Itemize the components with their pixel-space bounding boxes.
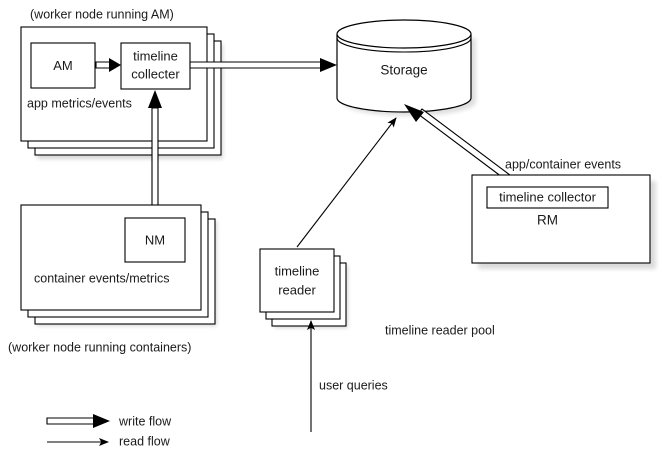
worker-node-containers-stack: NM container events/metrics [20,204,216,325]
rm-timeline-collector-label: timeline collector [499,189,596,204]
write-arrow-collector-to-storage-head [320,58,337,72]
timeline-reader-pool-label: timeline reader pool [385,323,495,337]
am-timeline-collector-label-line2: collecter [131,66,180,81]
rm-label: RM [537,213,558,228]
write-arrow-collector-to-storage-shaft [189,61,323,69]
am-timeline-collector-box-fill [121,43,190,89]
nm-stack-card-front [20,204,202,311]
legend-write-flow-head [93,414,110,428]
rm-box [471,174,651,264]
worker-node-am-stack: AM timeline collecter app metrics/events [20,26,222,157]
app-container-events-label: app/container events [505,157,621,171]
storage-label: Storage [380,63,427,78]
timeline-reader-stack: timeline reader [259,248,347,327]
nm-box-fill [125,218,185,262]
legend-write-flow-shaft [46,417,96,425]
timeline-reader-label-line2: reader [278,282,316,297]
rm-node[interactable]: timeline collector RM [471,174,654,267]
reader-stack-card-front[interactable] [259,248,335,313]
am-label: AM [53,58,73,73]
write-arrow-nm-to-collector-head [148,90,162,108]
app-metrics-events-label: app metrics/events [27,96,132,110]
rm-timeline-collector-box-fill [487,187,608,208]
read-arrow-reader-to-storage [296,117,397,248]
storage-top [336,19,472,49]
worker-node-am-caption: (worker node running AM) [30,7,174,21]
nm-box[interactable] [124,217,186,263]
write-arrow-am-to-collector [95,58,121,72]
timeline-reader-label-line1: timeline [275,263,320,278]
am-box[interactable] [30,42,96,89]
legend-read-flow-label: read flow [119,434,171,448]
storage-rim [336,37,472,53]
worker-node-containers-caption: (worker node running containers) [8,340,191,354]
storage-body-fill [337,34,471,112]
am-stack-card-front [20,26,208,142]
storage-top-fill [337,20,471,48]
nm-label: NM [145,232,165,247]
user-queries-label: user queries [319,378,388,392]
rm-timeline-collector-box[interactable] [486,186,609,209]
storage-cylinder[interactable]: Storage [336,19,474,114]
storage-body [336,34,472,113]
legend-write-flow-symbol [46,414,110,428]
reader-stack-card-front-fill [260,249,334,312]
container-events-metrics-label: container events/metrics [34,271,169,285]
legend-write-flow-label: write flow [118,414,172,428]
write-arrow-am-to-collector-shaft [95,61,112,69]
am-timeline-collector-label-line1: timeline [133,48,178,63]
legend: write flow read flow [46,414,172,448]
am-box-fill [31,43,95,88]
write-arrow-rm-to-storage-head [404,104,424,122]
write-arrow-am-to-collector-head [109,58,121,72]
read-arrow-reader-to-storage-line [296,117,397,248]
write-arrow-collector-to-storage [189,58,337,72]
write-arrow-nm-to-collector-shaft [151,107,159,219]
